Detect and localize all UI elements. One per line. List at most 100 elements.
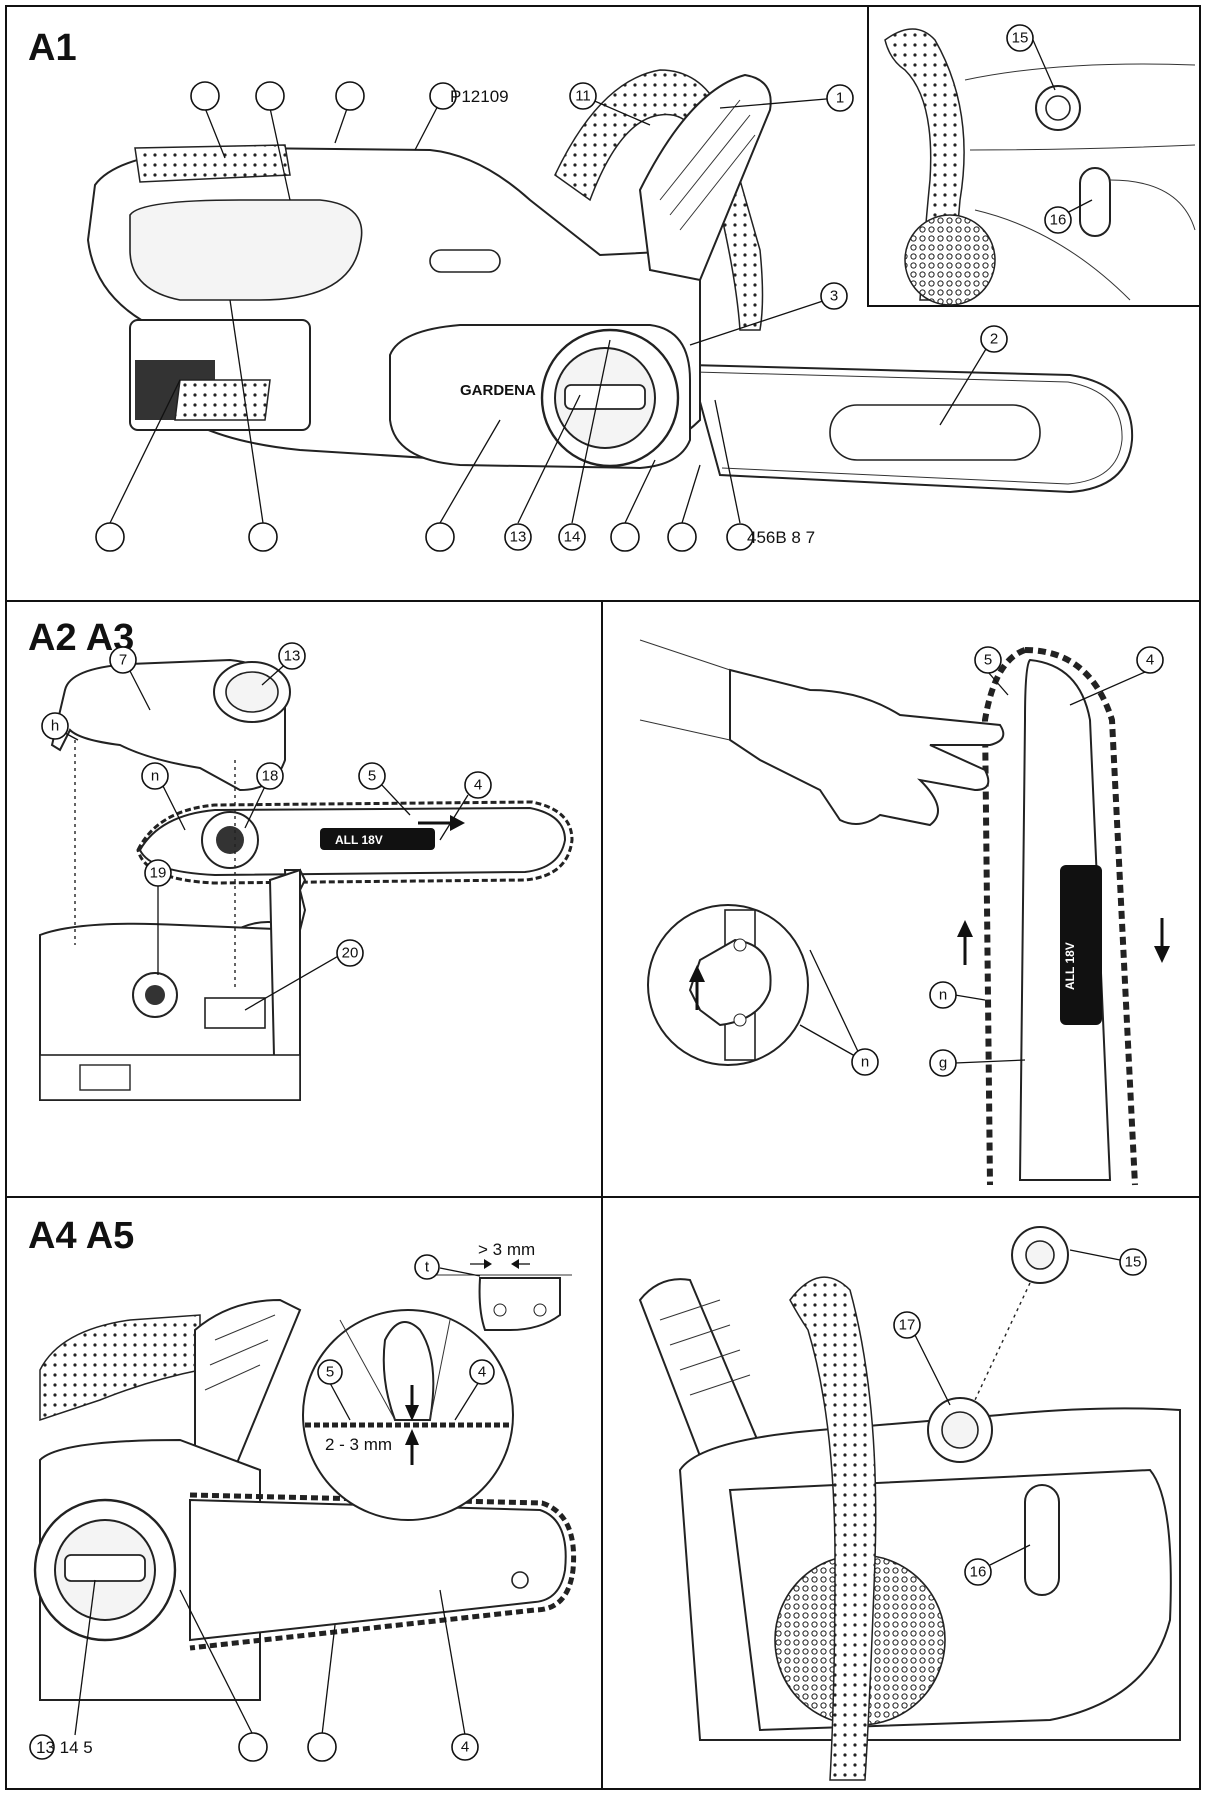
a4-magnified-depth (302, 1309, 514, 1521)
svg-text:14: 14 (564, 529, 581, 546)
svg-text:13: 13 (284, 648, 301, 665)
chain-bar (688, 363, 1134, 494)
callout-a2-19: 19 (144, 859, 172, 887)
callout-a2-h: h (41, 712, 69, 740)
svg-text:5: 5 (326, 1364, 334, 1381)
a3-bar-chain: ALL 18V (981, 647, 1138, 1186)
svg-text:13: 13 (510, 529, 527, 546)
label-13145: 13 14 5 (36, 1738, 93, 1757)
callout-a1-p (429, 82, 457, 110)
callout-a3-4: 4 (1136, 646, 1164, 674)
svg-text:4: 4 (474, 777, 482, 794)
svg-text:n: n (151, 768, 159, 785)
callout-a1-15: 15 (1006, 24, 1034, 52)
callout-a2-7: 7 (109, 646, 137, 674)
callout-a2-n: n (141, 762, 169, 790)
a2-saw-body (39, 868, 307, 1101)
a4-saw-body (33, 1298, 302, 1701)
callout-a1-empty-6 (425, 522, 455, 552)
svg-text:4: 4 (1146, 652, 1154, 669)
svg-text:2: 2 (990, 331, 998, 348)
svg-text:11: 11 (575, 88, 591, 105)
callout-a4-13 (29, 1734, 55, 1760)
callout-a1-13: 13 (504, 523, 532, 551)
svg-text:16: 16 (1050, 212, 1067, 229)
a1-inset (884, 28, 1196, 306)
a5-oil-cap (1011, 1226, 1069, 1284)
label-p12109: P12109 (450, 87, 509, 106)
arrow-down-icon-a4 (405, 1385, 419, 1421)
panel-title-a1: A1 (28, 27, 77, 69)
callout-a1-empty-2 (255, 81, 285, 111)
dim-top-label: > 3 mm (478, 1240, 535, 1259)
panel-title-a4a5: A4 A5 (28, 1215, 134, 1257)
svg-text:19: 19 (150, 865, 167, 882)
callout-a4-4: 4 (451, 1733, 479, 1761)
callout-a1-16: 16 (1044, 206, 1072, 234)
a2-bar-label: ALL 18V (335, 833, 383, 847)
callout-a1-4 (726, 523, 754, 551)
svg-text:7: 7 (119, 652, 127, 669)
svg-text:20: 20 (342, 945, 359, 962)
panel-a2: A2 A3 ALL 18V (28, 617, 574, 1101)
a3-magnified-chain (647, 904, 809, 1066)
svg-text:15: 15 (1125, 1254, 1142, 1271)
svg-text:18: 18 (262, 768, 279, 785)
callout-a1-14: 14 (558, 523, 586, 551)
callout-a3-5: 5 (974, 646, 1002, 674)
callout-a4-empty-1 (238, 1732, 268, 1762)
svg-text:n: n (861, 1054, 869, 1071)
svg-text:16: 16 (970, 1564, 987, 1581)
callout-a5-15: 15 (1119, 1248, 1147, 1276)
chainsaw-body: GARDENA (86, 69, 772, 470)
arrow-up-icon-a4 (405, 1429, 419, 1465)
callout-a1-2: 2 (980, 325, 1008, 353)
svg-text:3: 3 (830, 288, 838, 305)
callout-a1-empty-8 (667, 522, 697, 552)
callout-a4-t: t (414, 1254, 440, 1280)
svg-text:5: 5 (984, 652, 992, 669)
brand-label: GARDENA (460, 382, 536, 399)
callout-a1-empty-4 (95, 522, 125, 552)
callout-a2-18: 18 (256, 762, 284, 790)
a4-bar-chain (189, 1492, 577, 1651)
callout-a1-empty-7 (610, 522, 640, 552)
callout-a1-empty-1 (190, 81, 220, 111)
callout-a2-20: 20 (336, 939, 364, 967)
svg-text:h: h (51, 718, 59, 735)
arrow-down-icon (1154, 918, 1170, 963)
svg-text:g: g (939, 1055, 947, 1072)
dim-mid-label: 2 - 3 mm (325, 1435, 392, 1454)
callout-a2-4: 4 (464, 771, 492, 799)
callout-a3-n: n (929, 981, 957, 1009)
a4-tooth-detail (420, 1259, 572, 1331)
panel-a4: A4 A5 > 3 mm t (28, 1215, 577, 1762)
callout-a4-5: 5 (317, 1359, 343, 1385)
svg-text:4: 4 (478, 1364, 486, 1381)
a3-bar-label: ALL 18V (1063, 942, 1077, 990)
callout-a5-17: 17 (893, 1311, 921, 1339)
callout-a4-empty-2 (307, 1732, 337, 1762)
callout-a1-empty-5 (248, 522, 278, 552)
a1-leaders (109, 95, 993, 524)
svg-text:15: 15 (1012, 30, 1029, 47)
callout-a1-1: 1 (826, 84, 854, 112)
callout-a2-13: 13 (278, 642, 306, 670)
svg-text:5: 5 (368, 768, 376, 785)
svg-text:n: n (939, 987, 947, 1004)
arrow-up-icon-2 (957, 920, 973, 965)
callout-a4-4-zoom: 4 (469, 1359, 495, 1385)
callout-a5-16: 16 (964, 1558, 992, 1586)
svg-text:17: 17 (899, 1317, 916, 1334)
callout-a1-11: 11 (569, 82, 597, 110)
callout-a1-3: 3 (820, 282, 848, 310)
svg-text:1: 1 (836, 90, 844, 107)
a2-bar-chain: ALL 18V (136, 800, 574, 885)
a5-handle-grip (789, 1276, 877, 1781)
side-cover-piece (50, 658, 291, 792)
a5-saw-body (678, 1397, 1181, 1741)
panel-a3: ALL 18V (639, 639, 1170, 1186)
arrow-up-icon (689, 965, 705, 1010)
